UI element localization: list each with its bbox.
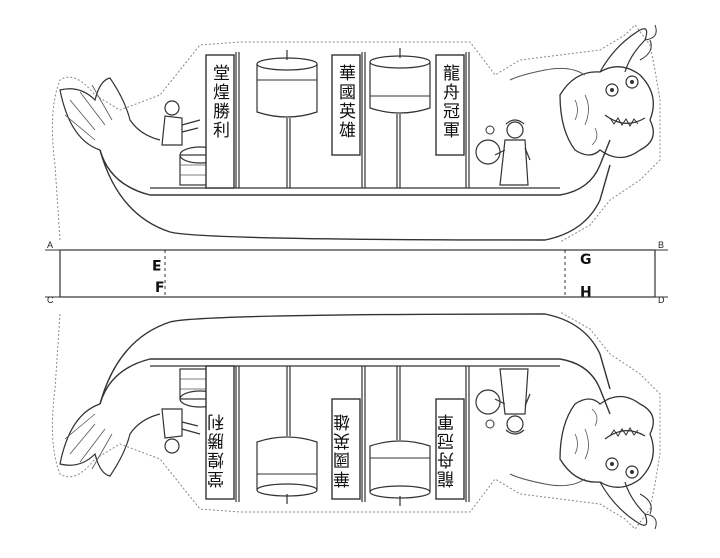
banner-text-middle: 華國英雄 (335, 64, 355, 140)
banner-text-middle-mirrored: 華國英雄 (334, 412, 354, 488)
corner-label-c: C (47, 295, 54, 305)
boat-bottom (51, 311, 661, 530)
banner-text-right-mirrored: 龍舟冠軍 (438, 412, 458, 488)
corner-label-b: B (658, 240, 665, 250)
banner-text-right: 龍舟冠軍 (439, 64, 459, 140)
banner-text-left-mirrored: 堂煌勝利 (208, 412, 228, 488)
fold-label-e: E (152, 256, 162, 272)
fold-strip (59, 249, 656, 298)
fold-label-g: G (580, 252, 592, 268)
corner-label-d: D (658, 295, 665, 305)
fold-label-f: F (155, 280, 165, 296)
corner-label-a: A (47, 240, 54, 250)
fold-label-h: H (580, 282, 592, 298)
boat-top (51, 24, 661, 243)
banner-text-left: 堂煌勝利 (209, 64, 229, 140)
